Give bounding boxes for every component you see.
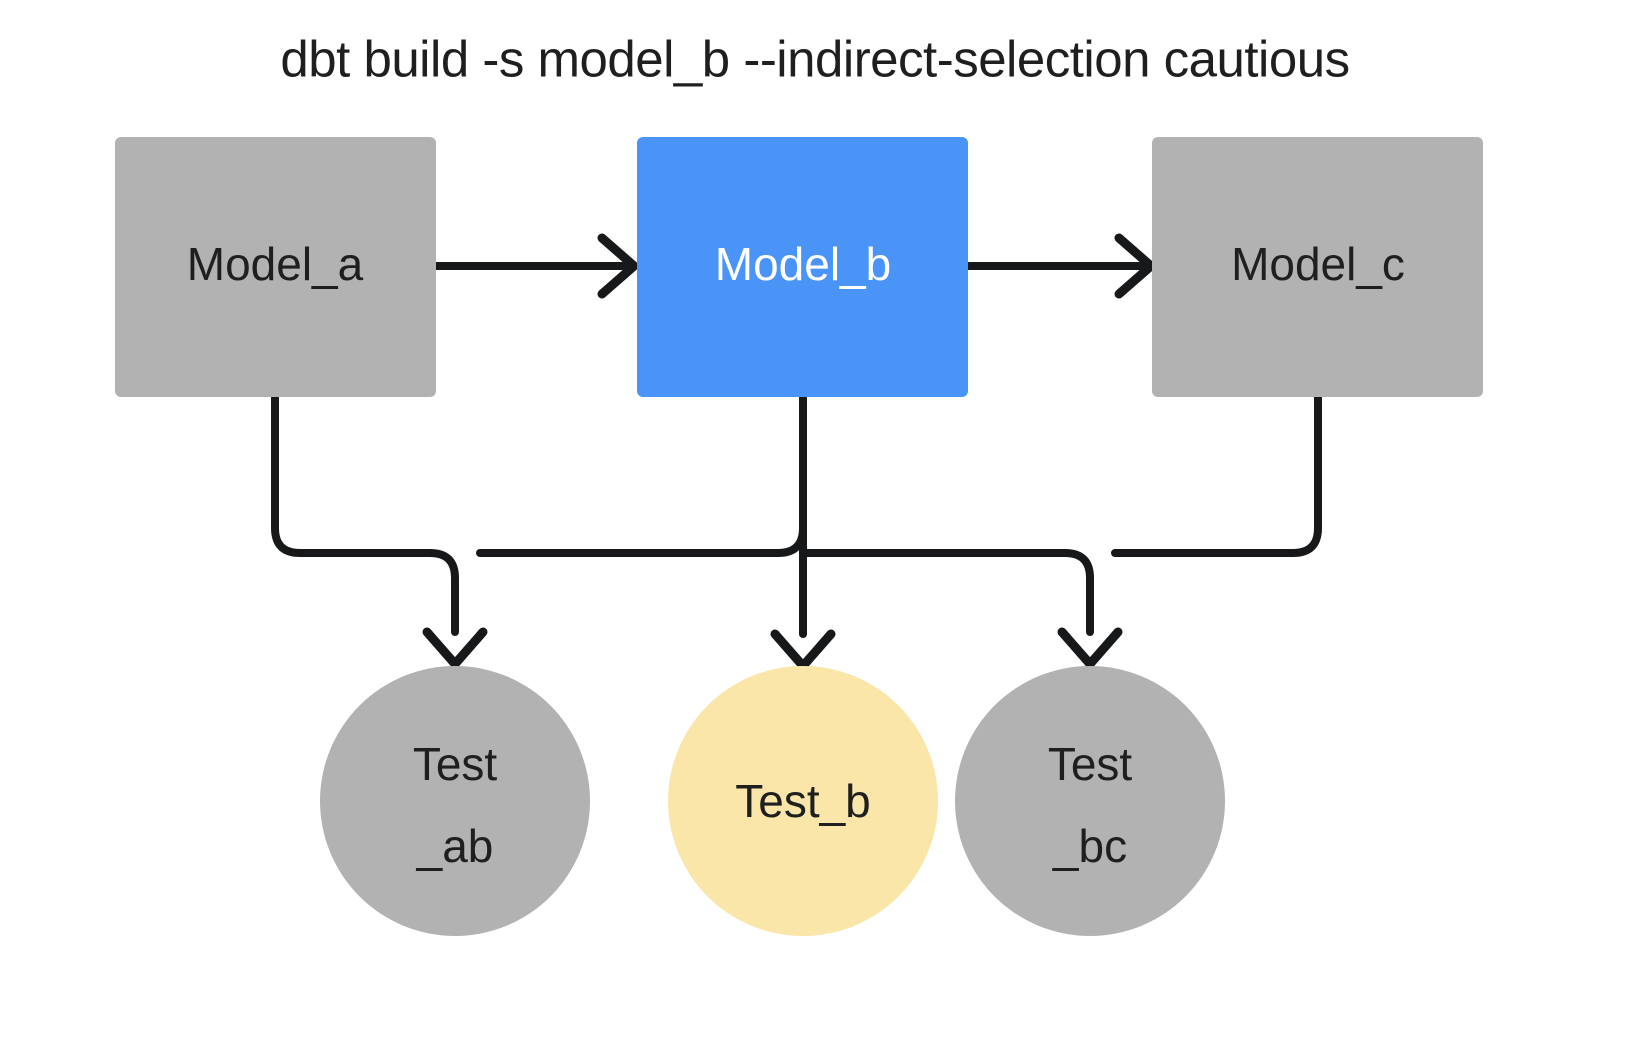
edge-model-b-to-test-bc	[799, 549, 1123, 669]
node-test-bc[interactable]: Test _bc	[955, 666, 1225, 936]
node-label-line-2: _bc	[1052, 820, 1127, 872]
edge-model-b-to-test-ab	[476, 524, 807, 557]
edge-line	[271, 393, 459, 636]
node-label-line-1: Test	[1048, 738, 1133, 790]
edge-line	[799, 549, 1094, 636]
edge-line	[476, 524, 807, 557]
node-shape[interactable]	[955, 666, 1225, 936]
node-model-a[interactable]: Model_a	[115, 137, 436, 397]
edge-model-c-to-test-bc	[1111, 393, 1322, 557]
arrow-head-icon	[422, 627, 488, 669]
edge-model-b-to-model-c	[965, 233, 1156, 299]
node-label-line-1: Test	[413, 738, 498, 790]
node-shape[interactable]	[637, 137, 968, 397]
node-label-line-2: _ab	[416, 820, 494, 872]
node-test-b[interactable]: Test_b	[668, 666, 938, 936]
node-label: Model_b	[715, 238, 891, 290]
node-model-c[interactable]: Model_c	[1152, 137, 1483, 397]
node-shape[interactable]	[320, 666, 590, 936]
edge-model-a-to-test-ab	[271, 393, 488, 669]
node-model-b[interactable]: Model_b	[637, 137, 968, 397]
arrow-head-icon	[1114, 233, 1156, 299]
node-label-line-1: Test_b	[735, 775, 871, 827]
arrow-head-icon	[597, 233, 639, 299]
node-shape[interactable]	[1152, 137, 1483, 397]
arrow-head-icon	[1057, 627, 1123, 669]
diagram-title: dbt build -s model_b --indirect-selectio…	[280, 30, 1349, 87]
node-shape[interactable]	[668, 666, 938, 936]
edge-model-a-to-model-b	[432, 233, 639, 299]
node-label: Model_c	[1231, 238, 1405, 290]
edge-line	[1111, 393, 1322, 557]
node-test-ab[interactable]: Test _ab	[320, 666, 590, 936]
node-label: Model_a	[187, 238, 364, 290]
node-shape[interactable]	[115, 137, 436, 397]
arrow-head-icon	[770, 629, 836, 671]
